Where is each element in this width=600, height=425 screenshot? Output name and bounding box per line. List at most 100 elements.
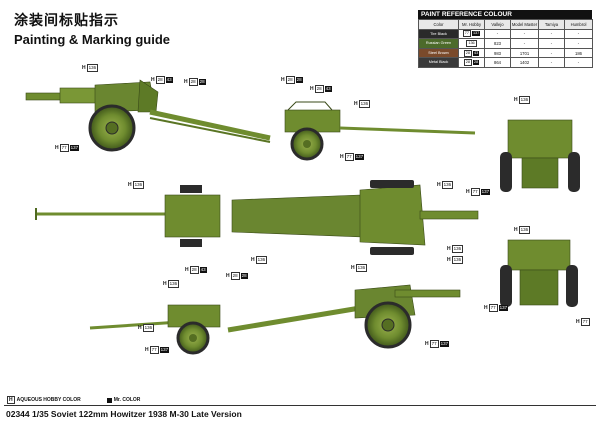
page-title-chinese: 涂装间标贴指示: [14, 13, 119, 29]
rear-view: [500, 239, 578, 307]
mr-color-code: 137: [480, 189, 491, 195]
legend-h-tag: H: [7, 396, 15, 404]
hobby-h-code: 28: [188, 78, 198, 86]
mr-color-code: 43: [473, 50, 480, 56]
trail-top: [231, 194, 366, 238]
limber-wheel-bottom: [180, 239, 202, 247]
hobby-h-code: 136: [167, 280, 180, 288]
limber-drawbar: [339, 126, 476, 135]
hobby-h-code: 28: [285, 76, 295, 84]
hobby-h-code: 136: [518, 226, 531, 234]
legend-aqueous: H AQUEOUS HOBBY COLOR: [7, 396, 81, 404]
mr-color-code: 43: [165, 77, 173, 83]
mr-color-code: 43: [324, 86, 332, 92]
mr-color-code: 137: [498, 305, 509, 311]
footer-divider: [4, 405, 596, 406]
color-name: Metal Black: [419, 58, 458, 67]
limber-seat: [287, 101, 333, 111]
hobby-h-code: 136: [441, 181, 454, 189]
barrel-rev: [394, 289, 461, 298]
hobby-h-code: 136: [518, 96, 531, 104]
humbrol-cell: -: [564, 57, 593, 68]
wheel-left: [500, 265, 512, 307]
legend-mr-color: Mr. COLOR: [106, 397, 141, 403]
limber-hub-rev: [189, 334, 197, 342]
limber-top: [164, 194, 221, 238]
wheel-right: [568, 152, 580, 192]
paint-reference-title: PAINT REFERENCE COLOUR: [418, 10, 592, 19]
hobby-h-code: 28: [155, 76, 165, 84]
hobby-h-code: 136: [451, 256, 464, 264]
side-view-reverse: [89, 284, 461, 355]
hobby-h-code: 136: [466, 39, 477, 47]
barrel-top: [419, 210, 479, 220]
hobby-h-code: 77: [470, 188, 480, 196]
mr-color-code: 137: [69, 145, 80, 151]
hobby-h-code: 136: [355, 264, 368, 272]
hobby-h-code: 136: [86, 64, 99, 72]
color-name: Steel Brown: [419, 49, 458, 57]
shield-rear: [507, 239, 571, 271]
front-view: [500, 119, 580, 192]
hobby-h-code: 77: [149, 346, 159, 354]
color-name: Tire Black: [419, 30, 458, 38]
carriage-rear: [519, 269, 559, 306]
mr-color-code: 43: [199, 267, 207, 273]
mr-color-code: 28: [198, 79, 206, 85]
wheel-left: [500, 152, 512, 192]
drawbar-rev: [89, 320, 181, 330]
hobby-h-code: 77: [429, 340, 439, 348]
mr-color-code: 137: [439, 341, 450, 347]
wheel-right: [566, 265, 578, 307]
hobby-h-code: 77: [344, 153, 354, 161]
side-view-towed: [25, 79, 476, 161]
page-title: Painting & Marking guide: [14, 32, 171, 47]
wheel-bottom: [370, 247, 414, 255]
hobby-h-code: 136: [358, 100, 371, 108]
hobby-h-code: 28: [463, 59, 472, 67]
carriage-top: [359, 184, 426, 246]
hobby-h-code: 77: [488, 304, 498, 312]
legend-mr-color-label: Mr. COLOR: [113, 397, 141, 403]
legend-aqueous-label: AQUEOUS HOBBY COLOR: [16, 397, 81, 403]
hobby-h-code: 77: [59, 144, 69, 152]
wheel-hub-rev: [381, 318, 395, 332]
hobby-h-code: 28: [314, 85, 324, 93]
wheel-top: [370, 180, 414, 188]
shield-front: [507, 119, 573, 159]
carriage-front: [521, 157, 559, 189]
mr-color-code: 137: [159, 347, 170, 353]
trail-leg: [149, 109, 271, 141]
mr-color-code: 28: [240, 273, 248, 279]
color-name: Russian Green: [419, 39, 458, 48]
paint-reference-table: PAINT REFERENCE COLOUR Color Mr. Hobby V…: [418, 10, 593, 68]
limber-wheel-top: [180, 185, 202, 193]
hobby-h-code: 28: [463, 49, 472, 57]
limber-hub: [303, 140, 311, 148]
